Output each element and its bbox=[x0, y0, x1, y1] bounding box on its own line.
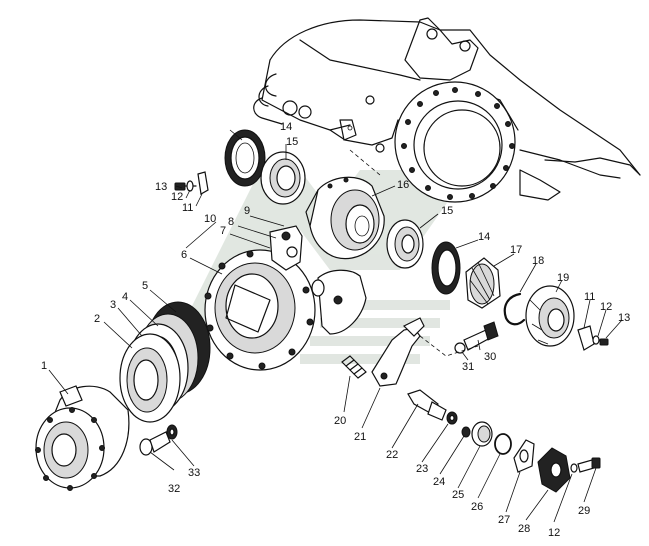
callout-30: 30 bbox=[484, 351, 496, 363]
seal-14-upper bbox=[224, 129, 266, 187]
spring-20 bbox=[341, 355, 367, 379]
callout-13-left: 13 bbox=[155, 181, 167, 193]
gear-17 bbox=[465, 257, 501, 309]
callout-6: 6 bbox=[181, 249, 187, 261]
callout-28: 28 bbox=[518, 523, 530, 535]
callout-10: 10 bbox=[204, 213, 216, 225]
callout-18: 18 bbox=[532, 255, 544, 267]
gear-2 bbox=[119, 333, 181, 423]
callout-14-lower: 14 bbox=[478, 231, 490, 243]
washer-24 bbox=[461, 426, 471, 438]
callout-29: 29 bbox=[578, 505, 590, 517]
axle-housing bbox=[253, 17, 641, 203]
cover-28 bbox=[537, 447, 571, 493]
callout-19: 19 bbox=[557, 272, 569, 284]
callout-4: 4 bbox=[122, 291, 128, 303]
callout-12-right: 12 bbox=[600, 301, 612, 313]
callout-31: 31 bbox=[462, 361, 474, 373]
differential-case-16 bbox=[305, 176, 385, 260]
callout-1: 1 bbox=[41, 360, 47, 372]
callout-2: 2 bbox=[94, 313, 100, 325]
pin-22 bbox=[407, 389, 447, 421]
callout-24: 24 bbox=[433, 476, 445, 488]
callout-7: 7 bbox=[220, 225, 226, 237]
seal-14-lower bbox=[431, 241, 461, 295]
leader-lines bbox=[48, 129, 623, 523]
callout-16: 16 bbox=[397, 179, 409, 191]
callout-32: 32 bbox=[168, 483, 180, 495]
callout-26: 26 bbox=[471, 501, 483, 513]
callout-14-upper: 14 bbox=[280, 121, 292, 133]
bolt-30-31 bbox=[454, 321, 499, 354]
bolt-32 bbox=[139, 431, 171, 456]
carrier-6 bbox=[204, 249, 316, 371]
callout-25: 25 bbox=[452, 489, 464, 501]
ring-18 bbox=[503, 292, 526, 326]
callout-labels: 1 2 3 4 5 6 7 8 9 10 11 12 13 14 15 16 1… bbox=[41, 121, 630, 539]
callout-8: 8 bbox=[228, 216, 234, 228]
callout-27: 27 bbox=[498, 514, 510, 526]
callout-9: 9 bbox=[244, 205, 250, 217]
bolt-13-washer-12-lock-11-right bbox=[577, 325, 609, 351]
bushing-25 bbox=[471, 421, 493, 447]
callout-15-lower: 15 bbox=[441, 205, 453, 217]
bolt-13-washer-12-lock-11-left bbox=[174, 171, 209, 195]
callout-15-upper: 15 bbox=[286, 136, 298, 148]
ring-26 bbox=[494, 433, 512, 455]
callout-33: 33 bbox=[188, 467, 200, 479]
callout-13-right: 13 bbox=[618, 312, 630, 324]
callout-22: 22 bbox=[386, 449, 398, 461]
callout-5: 5 bbox=[142, 280, 148, 292]
washer-33 bbox=[166, 424, 178, 440]
callout-12-left: 12 bbox=[171, 191, 183, 203]
callout-11-left: 11 bbox=[182, 202, 193, 214]
nut-23 bbox=[446, 411, 458, 425]
clutch-19 bbox=[525, 285, 575, 347]
callout-11-right: 11 bbox=[584, 291, 595, 303]
callout-20: 20 bbox=[334, 415, 346, 427]
shift-plate bbox=[311, 269, 367, 335]
callout-17: 17 bbox=[510, 244, 522, 256]
bearing-15-upper bbox=[260, 151, 306, 205]
callout-12-bottom: 12 bbox=[548, 527, 560, 539]
callout-23: 23 bbox=[416, 463, 428, 475]
fork-21 bbox=[371, 317, 425, 387]
gasket-27 bbox=[513, 439, 535, 473]
housing-1 bbox=[35, 385, 130, 491]
bearing-15-lower bbox=[386, 219, 424, 269]
bracket-7-9 bbox=[269, 225, 303, 271]
callout-21: 21 bbox=[354, 431, 366, 443]
bolt-12-29 bbox=[570, 457, 601, 473]
callout-3: 3 bbox=[110, 299, 116, 311]
